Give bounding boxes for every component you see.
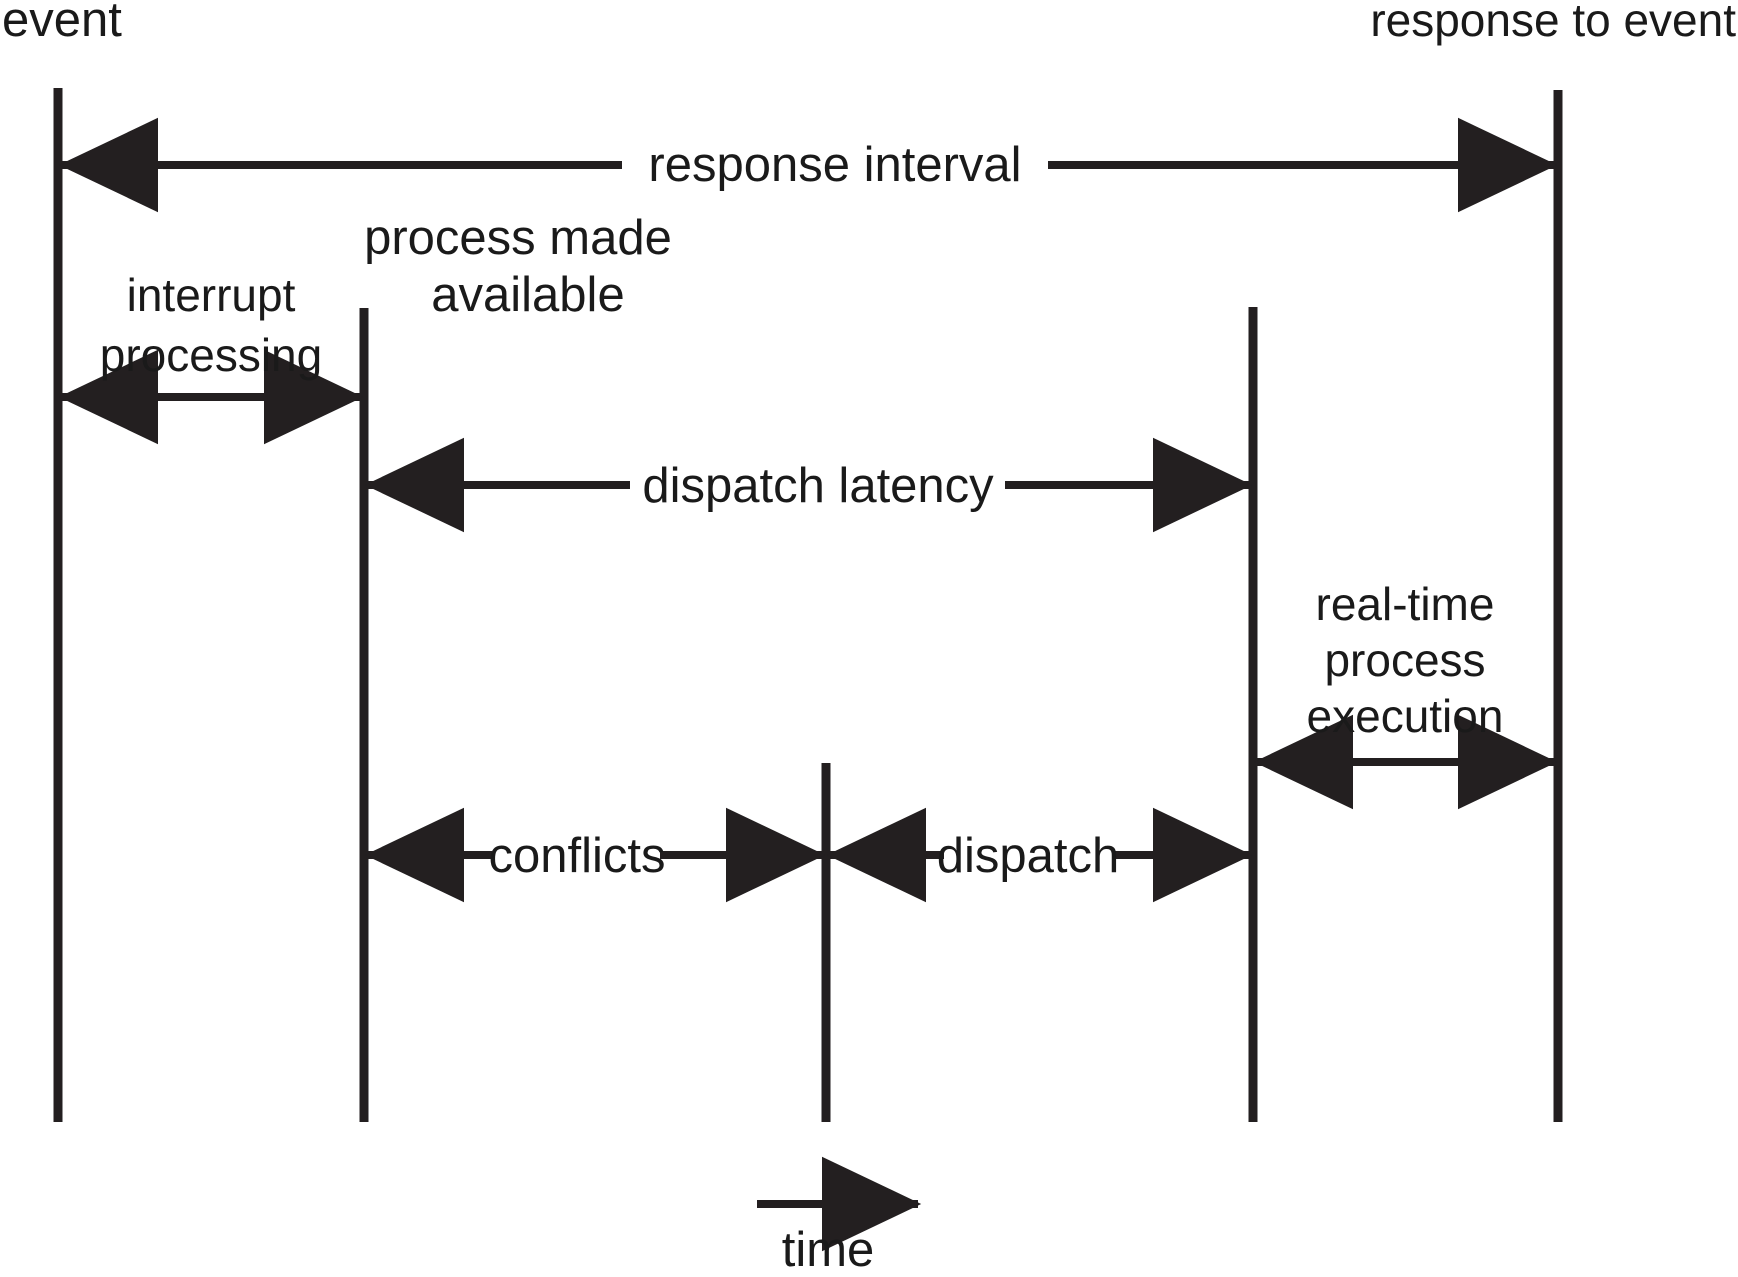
interrupt-processing-label-line1: interrupt	[127, 269, 296, 321]
conflicts-label: conflicts	[488, 829, 665, 883]
dispatch-latency-label: dispatch latency	[642, 459, 994, 513]
process-made-available-label-line2: available	[431, 268, 624, 322]
real-time-execution-label-line1: real-time	[1316, 578, 1495, 630]
time-axis-label: time	[782, 1223, 875, 1277]
dispatch-label: dispatch	[937, 829, 1120, 883]
process-made-available-label-line1: process made	[364, 211, 672, 265]
event-label: event	[2, 0, 122, 47]
real-time-execution-label-line3: execution	[1307, 690, 1504, 742]
response-to-event-label: response to event	[1370, 0, 1736, 46]
response-interval-label: response interval	[648, 138, 1021, 192]
interrupt-processing-label-line2: processing	[100, 329, 322, 381]
real-time-execution-label-line2: process	[1324, 634, 1485, 686]
